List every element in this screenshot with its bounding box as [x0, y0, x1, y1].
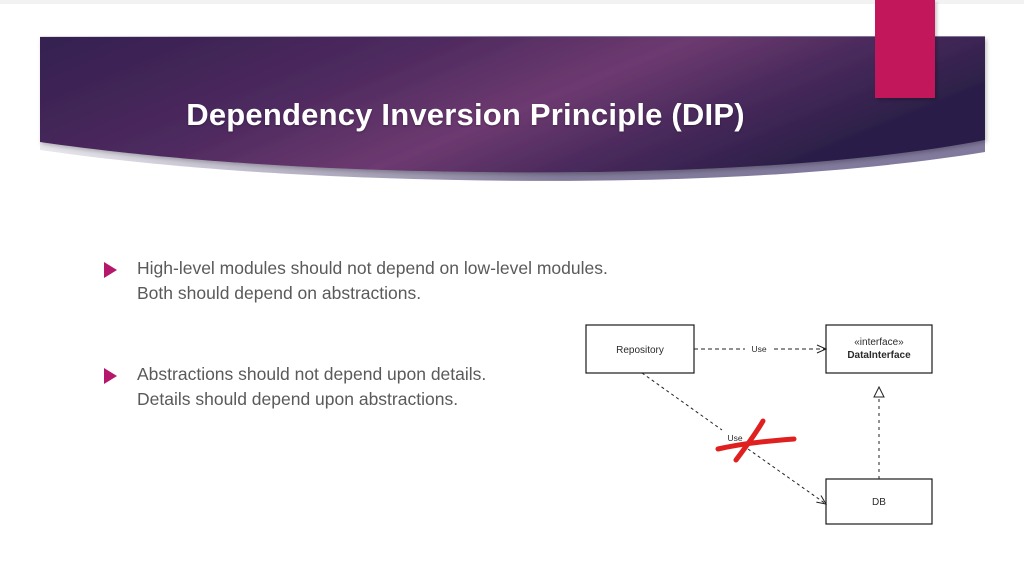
- uml-edge-repository-uses-datainterface: Use: [694, 344, 828, 354]
- uml-node-repository: Repository: [585, 324, 695, 374]
- triangle-right-bullet-icon: [104, 368, 117, 384]
- uml-node-datainterface: «interface» DataInterface: [825, 324, 933, 374]
- bullet-2-line-2: Details should depend upon abstractions.: [137, 389, 459, 409]
- uml-diagram: Repository «interface» DataInterface DB …: [570, 308, 970, 538]
- banner-shape: [40, 36, 985, 181]
- banner-fill: [40, 37, 985, 173]
- uml-edge-repository-uses-db: Use: [641, 372, 828, 505]
- uml-node-db: DB: [825, 478, 933, 525]
- bullet-item-1: High-level modules should not depend on …: [104, 256, 704, 306]
- bullet-2-line-1: Abstractions should not depend upon deta…: [137, 364, 487, 384]
- uml-node-repository-label: Repository: [616, 345, 664, 356]
- red-cross-annotation: [715, 418, 797, 463]
- uml-canvas: Repository «interface» DataInterface DB …: [585, 324, 933, 525]
- bullet-list: High-level modules should not depend on …: [104, 256, 704, 468]
- uml-node-datainterface-label: DataInterface: [847, 350, 911, 361]
- bullet-1-line-2: Both should depend on abstractions.: [137, 283, 422, 303]
- uml-edge-label-use-db: Use: [727, 433, 742, 443]
- title-banner: Dependency Inversion Principle (DIP): [0, 0, 1024, 200]
- bullet-item-2: Abstractions should not depend upon deta…: [104, 362, 704, 412]
- triangle-right-bullet-icon: [104, 262, 117, 278]
- bullet-1-line-1: High-level modules should not depend on …: [137, 258, 608, 278]
- top-edge-strip: [0, 0, 1024, 4]
- pink-accent-bar: [875, 0, 935, 98]
- uml-edge-label-use-interface: Use: [751, 344, 766, 354]
- uml-node-datainterface-stereotype: «interface»: [854, 337, 904, 348]
- uml-node-db-label: DB: [872, 497, 886, 508]
- page-title: Dependency Inversion Principle (DIP): [186, 97, 745, 132]
